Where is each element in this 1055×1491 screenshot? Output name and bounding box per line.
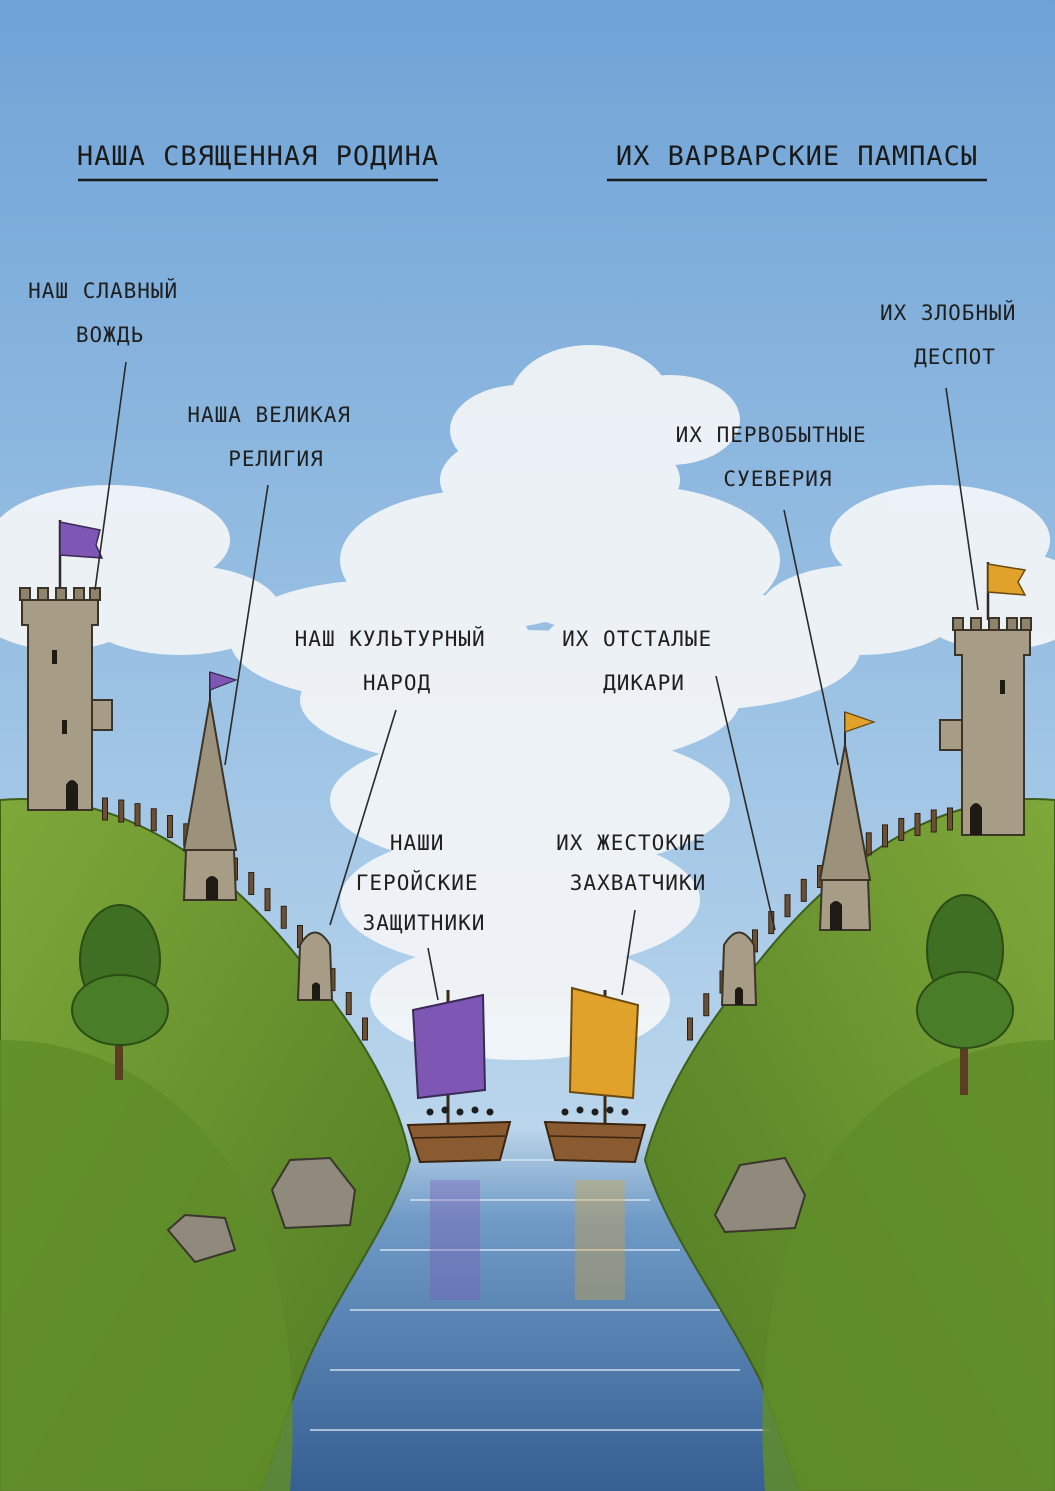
label-our-religion: НАША ВЕЛИКАЯ РЕЛИГИЯ xyxy=(187,403,364,471)
label-our-defenders: НАШИ ГЕРОЙСКИЕ ЗАЩИТНИКИ xyxy=(356,831,492,935)
fence-post xyxy=(102,797,108,821)
label-their-savages: ИХ ОТСТАЛЫЕ ДИКАРИ xyxy=(562,627,726,695)
pointer-lines xyxy=(94,361,979,1001)
their-despot-flag xyxy=(987,563,1027,596)
fence-post xyxy=(784,894,791,918)
label-their-superstitions: ИХ ПЕРВОБЫТНЫЕ СУЕВЕРИЯ xyxy=(676,423,881,491)
fence-post xyxy=(947,807,953,831)
their-superstitions-spire xyxy=(818,711,876,931)
label-their-despot: ИХ ЗЛОБНЫЙ ДЕСПОТ xyxy=(880,300,1030,369)
left-header: НАША СВЯЩЕННАЯ РОДИНА xyxy=(77,141,439,182)
fence-post xyxy=(248,872,255,896)
right-header-text: ИХ ВАРВАРСКИЕ ПАМПАСЫ xyxy=(616,141,978,172)
fence-post xyxy=(914,812,921,836)
right-hill-lower xyxy=(762,1040,1055,1491)
fence-post xyxy=(687,1017,693,1041)
label-their-invaders: ИХ ЖЕСТОКИЕ ЗАХВАТЧИКИ xyxy=(556,831,720,895)
fence-post xyxy=(118,799,125,823)
our-people-tower xyxy=(296,931,334,1001)
their-sail xyxy=(568,986,640,1100)
their-despot-tower xyxy=(939,562,1032,836)
trees xyxy=(71,894,1014,1095)
fence-post xyxy=(345,992,352,1016)
label-our-people: НАШ КУЛЬТУРНЫЙ НАРОД xyxy=(295,626,500,695)
our-sail xyxy=(411,993,487,1100)
our-religion-flag xyxy=(209,671,238,691)
fence-post xyxy=(264,888,271,912)
their-savages-tower xyxy=(720,931,758,1006)
fence-post xyxy=(800,878,807,902)
label-our-leader: НАШ СЛАВНЫЙ ВОЖДЬ xyxy=(28,278,192,347)
fence-post xyxy=(134,803,141,827)
our-defenders-boat xyxy=(406,990,512,1164)
sail-reflections xyxy=(430,1180,625,1300)
clouds xyxy=(0,345,1055,1060)
fence-post xyxy=(882,824,888,848)
rocks xyxy=(166,1156,807,1264)
their-superstitions-flag xyxy=(844,711,876,733)
fence-post xyxy=(150,808,157,832)
left-header-text: НАША СВЯЩЕННАЯ РОДИНА xyxy=(77,141,439,172)
fence-post xyxy=(362,1017,368,1041)
water-ripples xyxy=(310,1159,770,1431)
left-hill-lower xyxy=(0,1040,293,1491)
fence-post xyxy=(280,905,287,929)
fence-post xyxy=(167,815,173,838)
fence-post xyxy=(703,993,710,1017)
fence-post xyxy=(865,832,872,856)
fence-post xyxy=(930,809,937,833)
fence-post xyxy=(898,817,905,841)
our-leader-flag xyxy=(59,521,104,559)
our-leader-tower xyxy=(19,520,113,811)
right-header: ИХ ВАРВАРСКИЕ ПАМПАСЫ xyxy=(607,141,987,182)
their-invaders-boat xyxy=(543,986,647,1164)
our-religion-spire xyxy=(182,671,238,901)
